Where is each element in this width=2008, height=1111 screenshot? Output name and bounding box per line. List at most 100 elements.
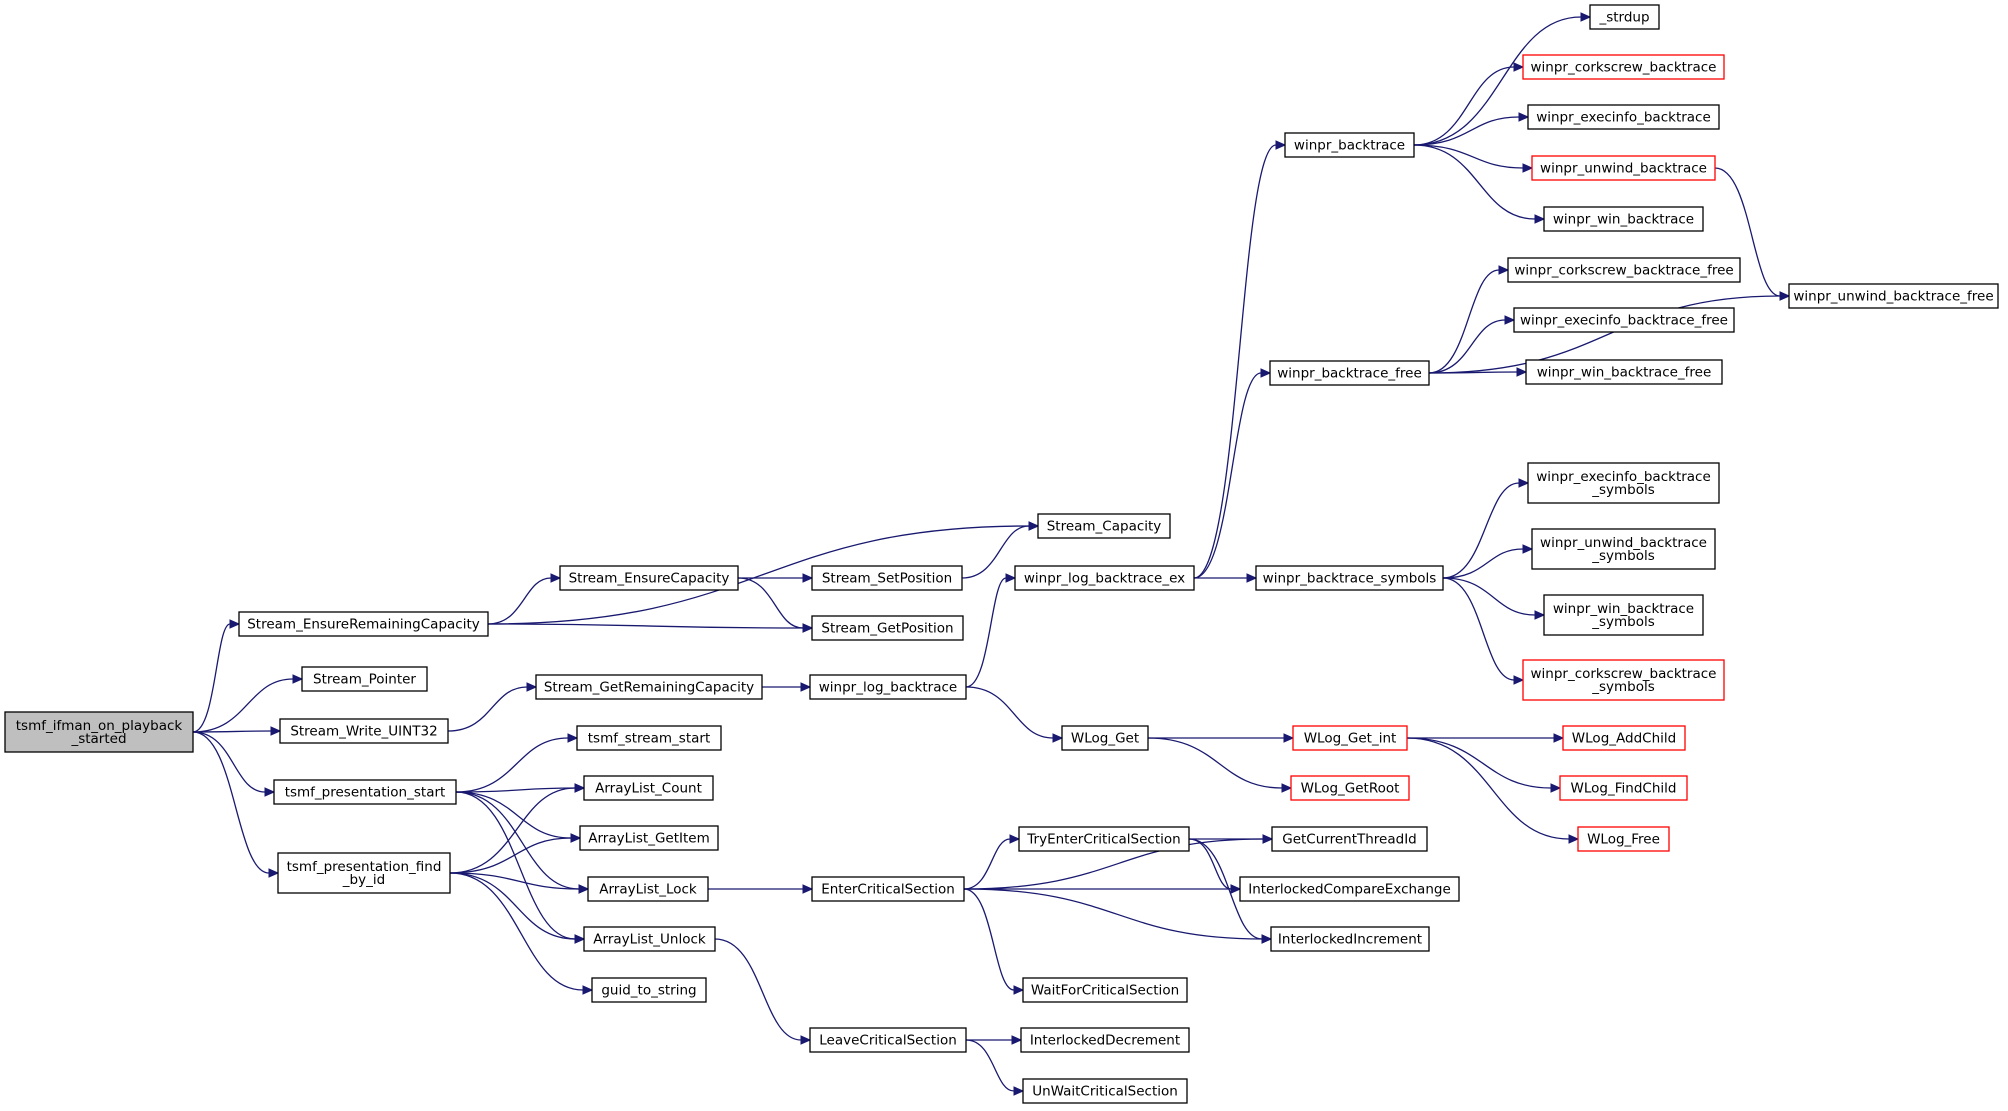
edge-wlogget-wloggetint [1148, 733, 1295, 743]
node-root[interactable]: tsmf_ifman_on_playback_started [4, 711, 194, 753]
node-label: winpr_log_backtrace [819, 680, 957, 696]
node-wlogget[interactable]: WLog_Get [1061, 725, 1149, 751]
node-unwaitcs[interactable]: UnWaitCriticalSection [1022, 1078, 1188, 1104]
node-label: winpr_log_backtrace_ex [1024, 571, 1185, 587]
node-box [1527, 104, 1720, 130]
node-wbtsym[interactable]: winpr_backtrace_symbols [1255, 565, 1444, 591]
node-tryentercs[interactable]: TryEnterCriticalSection [1018, 826, 1190, 852]
node-entercs[interactable]: EnterCriticalSection [811, 876, 965, 902]
node-strdup[interactable]: _strdup [1589, 4, 1660, 30]
node-sgetremcap[interactable]: Stream_GetRemainingCapacity [535, 674, 763, 700]
node-box [1531, 155, 1716, 181]
edge-leavecs-unwaitcs [965, 1039, 1025, 1096]
node-waitcs[interactable]: WaitForCriticalSection [1022, 977, 1188, 1003]
node-box [1562, 725, 1686, 751]
node-unwsym[interactable]: winpr_unwind_backtrace_symbols [1531, 528, 1716, 570]
edge-wbtfree-corkbtfree [1428, 265, 1510, 374]
edge-tryentercs-interinc [1188, 838, 1273, 944]
node-box [1239, 876, 1460, 902]
node-label: Stream_EnsureRemainingCapacity [247, 617, 480, 633]
node-execsym[interactable]: winpr_execinfo_backtrace_symbols [1527, 462, 1720, 504]
node-box [811, 876, 965, 902]
node-box [1525, 359, 1723, 385]
node-box [1543, 206, 1704, 232]
node-box [1022, 977, 1188, 1003]
node-execbtfree[interactable]: winpr_execinfo_backtrace_free [1513, 307, 1735, 333]
node-label: _by_id [342, 872, 385, 888]
node-winbtfree[interactable]: winpr_win_backtrace_free [1525, 359, 1723, 385]
node-wbt[interactable]: winpr_backtrace [1284, 132, 1415, 158]
node-label: Stream_GetRemainingCapacity [544, 680, 754, 696]
node-winsym[interactable]: winpr_win_backtrace_symbols [1543, 594, 1704, 636]
node-wbtfree[interactable]: winpr_backtrace_free [1269, 360, 1430, 386]
node-box [1290, 775, 1410, 801]
node-label: UnWaitCriticalSection [1032, 1084, 1178, 1100]
edge-wbt-strdup [1413, 12, 1592, 146]
node-alunlock[interactable]: ArrayList_Unlock [583, 926, 716, 952]
node-label: _symbols [1591, 614, 1655, 630]
edge-tpstart-alcount [455, 783, 586, 793]
node-box [559, 565, 739, 591]
node-wlogfree[interactable]: WLog_Free [1577, 826, 1670, 852]
node-box [576, 725, 722, 751]
node-wlogbtex[interactable]: winpr_log_backtrace_ex [1014, 565, 1195, 591]
node-sgetpos[interactable]: Stream_GetPosition [811, 615, 964, 641]
node-guid[interactable]: guid_to_string [591, 977, 707, 1003]
node-label: guid_to_string [601, 983, 696, 999]
edge-wlogbtex-wbt [1193, 140, 1287, 579]
node-label: winpr_win_backtrace_free [1537, 365, 1712, 381]
node-leavecs[interactable]: LeaveCriticalSection [809, 1027, 967, 1053]
node-winbt[interactable]: winpr_win_backtrace [1543, 206, 1704, 232]
node-unwbt[interactable]: winpr_unwind_backtrace [1531, 155, 1716, 181]
node-label: WLog_FindChild [1571, 781, 1677, 797]
edge-tpfind-alunlock [449, 872, 586, 944]
node-wloggetint[interactable]: WLog_Get_int [1292, 725, 1408, 751]
node-getthreadid[interactable]: GetCurrentThreadId [1271, 826, 1428, 852]
node-label: tsmf_ifman_on_playback [16, 718, 183, 734]
node-sensurecap[interactable]: Stream_EnsureCapacity [559, 565, 739, 591]
node-allock[interactable]: ArrayList_Lock [587, 876, 709, 902]
node-tpfind[interactable]: tsmf_presentation_find_by_id [277, 852, 451, 894]
edge-entercs-waitcs [963, 888, 1025, 995]
node-box [273, 779, 457, 805]
edge-wbtsym-corksym [1442, 577, 1525, 685]
node-tsstart[interactable]: tsmf_stream_start [576, 725, 722, 751]
node-seremcap[interactable]: Stream_EnsureRemainingCapacity [238, 611, 489, 637]
node-findchild[interactable]: WLog_FindChild [1559, 775, 1688, 801]
node-execbt[interactable]: winpr_execinfo_backtrace [1527, 104, 1720, 130]
node-swrite[interactable]: Stream_Write_UINT32 [279, 718, 449, 744]
node-alcount[interactable]: ArrayList_Count [583, 775, 714, 801]
edge-tpfind-algetitem [449, 833, 582, 874]
node-corkbt[interactable]: winpr_corkscrew_backtrace [1522, 54, 1725, 80]
node-label: ArrayList_GetItem [588, 831, 710, 847]
node-corkbtfree[interactable]: winpr_corkscrew_backtrace_free [1507, 257, 1741, 283]
node-corksym[interactable]: winpr_corkscrew_backtrace_symbols [1522, 659, 1725, 701]
edge-sgetremcap-wlogbt [762, 682, 812, 692]
node-intercmpx[interactable]: InterlockedCompareExchange [1239, 876, 1460, 902]
node-tpstart[interactable]: tsmf_presentation_start [273, 779, 457, 805]
node-interdec[interactable]: InterlockedDecrement [1020, 1027, 1190, 1053]
node-algetitem[interactable]: ArrayList_GetItem [579, 825, 719, 851]
node-addchild[interactable]: WLog_AddChild [1562, 725, 1686, 751]
node-label: ArrayList_Lock [599, 882, 697, 898]
node-box [1522, 54, 1725, 80]
node-box [1531, 528, 1716, 570]
edge-sensurecap-sgetpos [737, 577, 814, 633]
node-box [277, 852, 451, 894]
edge-wlogget-wloggetroot [1147, 737, 1293, 793]
edge-root-tpfind [192, 731, 280, 878]
node-wloggetroot[interactable]: WLog_GetRoot [1290, 775, 1410, 801]
edge-wlogbtex-wbtsym [1194, 573, 1258, 583]
node-scapacity[interactable]: Stream_Capacity [1037, 513, 1171, 539]
node-label: Stream_Write_UINT32 [290, 724, 437, 740]
edge-tryentercs-getthreadid [1189, 834, 1274, 844]
node-wlogbt[interactable]: winpr_log_backtrace [809, 674, 967, 700]
node-interinc[interactable]: InterlockedIncrement [1270, 926, 1430, 952]
edge-tpstart-allock [455, 791, 590, 894]
node-box [591, 977, 707, 1003]
node-spointer[interactable]: Stream_Pointer [301, 666, 428, 692]
edge-tpstart-algetitem [455, 791, 582, 843]
node-label: winpr_backtrace_symbols [1263, 571, 1437, 587]
node-ssetpos[interactable]: Stream_SetPosition [811, 565, 963, 591]
node-unwbtfree[interactable]: winpr_unwind_backtrace_free [1788, 283, 1999, 309]
